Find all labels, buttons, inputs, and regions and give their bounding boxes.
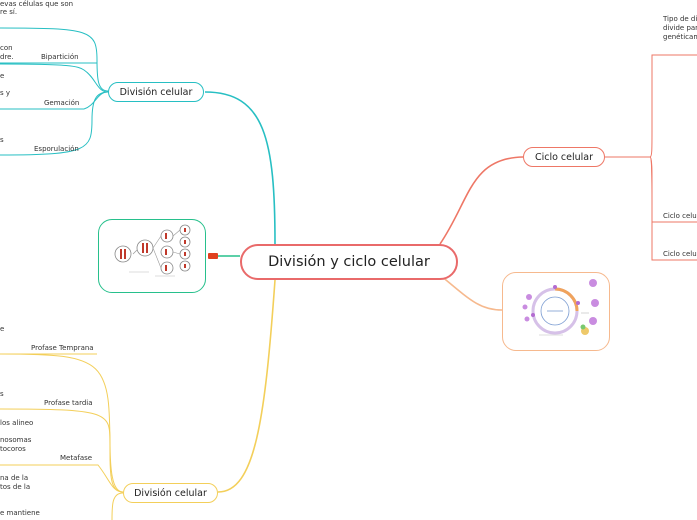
text-fragment: e — [0, 325, 5, 333]
text-fragment: s — [0, 390, 4, 398]
hyperlink-icon[interactable] — [208, 253, 218, 259]
subtopic-ciclo-celular-2[interactable]: Ciclo celul — [663, 250, 697, 258]
central-topic[interactable]: División y ciclo celular — [240, 244, 458, 280]
topic-division-celular-top[interactable]: División celular — [108, 82, 204, 102]
connector-central-division-bottom — [217, 279, 276, 493]
text-fragment: evas células que son — [0, 0, 74, 8]
text-fragment: tos de la — [0, 483, 31, 491]
connector-metafase — [0, 464, 124, 493]
text-fragment: con — [0, 44, 13, 52]
connector-profase-tardia — [0, 408, 124, 493]
text-fragment: los alineo — [0, 419, 34, 427]
cell-division-image-icon — [114, 224, 191, 277]
text-fragment: genéticam — [663, 33, 697, 41]
text-fragment: s — [0, 136, 4, 144]
connector-central-image2 — [439, 274, 503, 311]
image-node-cell-cycle[interactable] — [502, 272, 610, 351]
subtopic-biparticion[interactable]: Bipartición — [41, 53, 79, 61]
text-fragment: e — [0, 72, 5, 80]
text-fragment: nosomas — [0, 436, 32, 444]
subtopic-gemacion[interactable]: Gemación — [44, 99, 80, 107]
connector-division-esporulacion — [0, 91, 109, 156]
connector-division-biparticion — [0, 27, 109, 92]
connector-profase-temprana — [0, 353, 124, 493]
connector-ciclo-sub2 — [649, 156, 697, 261]
image-node-cell-division[interactable] — [98, 219, 206, 293]
text-fragment: na de la — [0, 474, 29, 482]
text-fragment: s y — [0, 89, 11, 97]
cell-cycle-image-icon — [522, 279, 599, 336]
text-fragment: tocoros — [0, 445, 26, 453]
text-fragment: divide par — [663, 24, 697, 32]
topic-division-celular-bottom[interactable]: División celular — [123, 483, 218, 503]
subtopic-ciclo-celular-1[interactable]: Ciclo celul — [663, 212, 697, 220]
connector-central-division-top — [204, 91, 276, 245]
topic-ciclo-celular[interactable]: Ciclo celular — [523, 147, 605, 167]
text-fragment: re sí. — [0, 8, 18, 16]
connector-bottom-more — [111, 492, 124, 520]
connector-central-ciclo — [439, 156, 524, 245]
subtopic-profase-temprana[interactable]: Profase Temprana — [31, 344, 94, 352]
connector-division-gemacion-b — [83, 91, 109, 110]
subtopic-metafase[interactable]: Metafase — [60, 454, 93, 462]
text-fragment: dre. — [0, 53, 14, 61]
connector-division-gemacion-a — [0, 63, 109, 93]
text-fragment: Tipo de di — [663, 15, 697, 23]
subtopic-esporulacion[interactable]: Esporulación — [34, 145, 79, 153]
connector-ciclo-definition — [649, 54, 697, 158]
subtopic-profase-tardia[interactable]: Profase tardia — [44, 399, 93, 407]
text-fragment: e mantiene — [0, 509, 40, 517]
